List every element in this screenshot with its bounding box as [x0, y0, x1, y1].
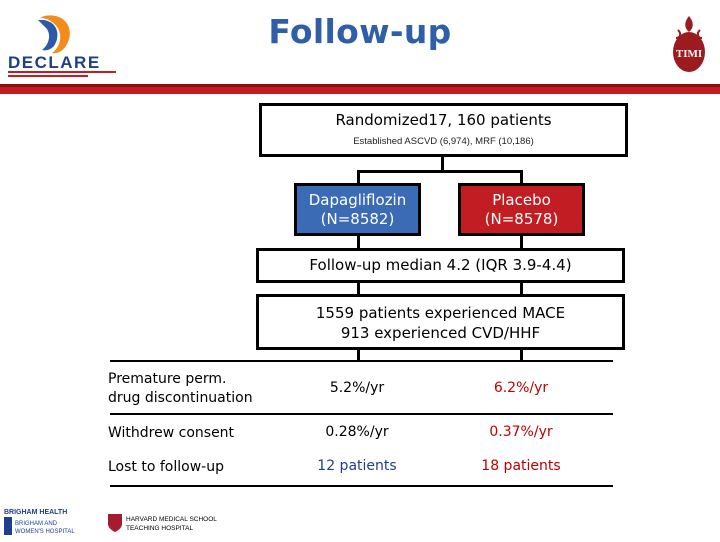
brigham-logo-text: BRIGHAM HEALTH	[4, 509, 67, 516]
dapagliflozin-label: Dapagliflozin	[308, 191, 407, 209]
brigham-logo: BRIGHAM HEALTH BRIGHAM AND WOMEN'S HOSPI…	[4, 505, 100, 537]
header-divider	[0, 84, 720, 94]
placebo-discontinuation-value: 6.2%/yr	[493, 380, 549, 396]
connector-line	[357, 170, 360, 183]
connector-line	[520, 170, 523, 183]
placebo-box: Placebo (N=8578)	[458, 183, 585, 236]
randomized-box: Randomized17, 160 patients Established A…	[259, 103, 628, 157]
connector-line	[357, 236, 360, 248]
mace-box: 1559 patients experienced MACE 913 exper…	[256, 294, 625, 350]
harvard-logo-text: TEACHING HOSPITAL	[126, 525, 193, 532]
brigham-logo-text: WOMEN'S HOSPITAL	[15, 529, 75, 535]
placebo-label: Placebo	[492, 191, 551, 209]
connector-line	[441, 157, 444, 171]
placebo-n: (N=8578)	[484, 210, 559, 228]
table-rule	[110, 413, 613, 415]
row-label-withdrew-consent: Withdrew consent	[108, 425, 235, 441]
connector-line	[357, 350, 360, 362]
randomized-text: Randomized17, 160 patients	[335, 111, 552, 129]
connector-line	[520, 350, 523, 362]
connector-line	[357, 283, 360, 294]
connector-line	[520, 236, 523, 248]
placebo-lost-value: 18 patients	[481, 458, 561, 474]
declare-logo: DECLARE	[4, 10, 124, 80]
table-rule	[110, 485, 613, 487]
mace-text: 1559 patients experienced MACE	[315, 304, 566, 322]
page-title: Follow-up	[268, 12, 452, 51]
connector-line	[520, 283, 523, 294]
brigham-logo-text: BRIGHAM AND	[15, 521, 58, 527]
row-label-line: Premature perm.	[108, 371, 227, 387]
followup-box: Follow-up median 4.2 (IQR 3.9-4.4)	[256, 248, 625, 283]
established-text: Established ASCVD (6,974), MRF (10,186)	[353, 136, 534, 147]
connector-line	[357, 170, 523, 173]
timi-logo: TIMI	[664, 10, 714, 80]
dapa-withdrew-value: 0.28%/yr	[325, 424, 389, 440]
row-label-discontinuation: Premature perm. drug discontinuation	[108, 370, 253, 408]
row-label-lost-followup: Lost to follow-up	[108, 459, 224, 475]
dapa-lost-value: 12 patients	[317, 458, 397, 474]
timi-logo-text: TIMI	[676, 48, 702, 60]
harvard-logo: HARVARD MEDICAL SCHOOL TEACHING HOSPITAL	[106, 512, 236, 534]
dapagliflozin-box: Dapagliflozin (N=8582)	[294, 183, 421, 236]
dapagliflozin-n: (N=8582)	[320, 210, 395, 228]
table-rule	[110, 360, 613, 362]
placebo-withdrew-value: 0.37%/yr	[489, 424, 553, 440]
dapa-discontinuation-value: 5.2%/yr	[329, 380, 385, 396]
cvd-hhf-text: 913 experienced CVD/HHF	[340, 324, 541, 342]
declare-logo-text: DECLARE	[8, 53, 101, 72]
row-label-line: drug discontinuation	[108, 390, 253, 406]
harvard-logo-text: HARVARD MEDICAL SCHOOL	[126, 516, 217, 523]
